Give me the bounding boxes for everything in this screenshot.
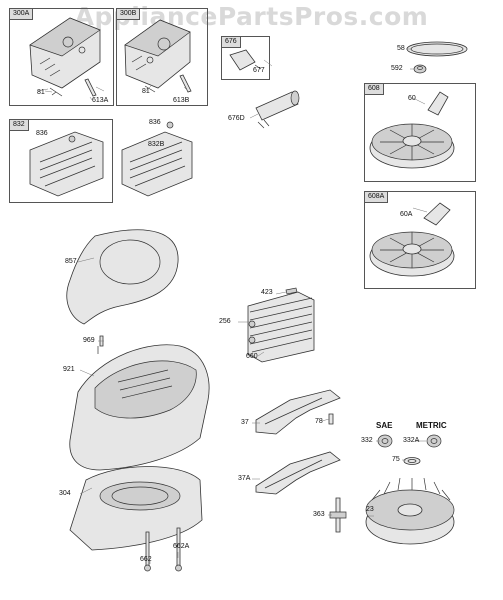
label-part-836-b: 836	[149, 119, 161, 126]
label-part-613a: 613A	[92, 97, 109, 104]
label-part-921: 921	[63, 366, 75, 373]
label-part-592: 592	[391, 65, 403, 72]
group-tag-608a: 608A	[365, 192, 389, 203]
stud-363-illustration	[329, 497, 347, 533]
label-part-423: 423	[261, 289, 273, 296]
group-tag-300b: 300B	[117, 9, 141, 20]
starter-608a-illustration	[369, 202, 455, 277]
baffle-857-illustration	[66, 229, 179, 325]
guard-37-illustration	[255, 389, 341, 435]
part-58-gasket-illustration	[406, 41, 468, 57]
guard-37a-illustration	[255, 451, 341, 495]
label-part-613b: 613B	[173, 97, 190, 104]
part-592-nut-illustration	[413, 64, 427, 74]
label-part-304: 304	[59, 490, 71, 497]
heat-shield-832b-illustration	[121, 121, 193, 197]
starter-608-illustration	[369, 91, 455, 169]
label-part-332a: 332A	[403, 437, 420, 444]
leader-lines	[37, 48, 428, 564]
label-part-81-b: 81	[142, 88, 150, 95]
group-box-608: 608	[364, 83, 476, 182]
group-tag-832: 832	[10, 120, 29, 131]
housing-304-illustration	[69, 466, 203, 551]
part-676d-illustration	[255, 90, 300, 129]
group-box-300b: 300B	[116, 8, 208, 106]
label-part-256: 256	[219, 318, 231, 325]
group-tag-608: 608	[365, 84, 384, 95]
group-tag-676: 676	[222, 37, 241, 48]
label-part-832b: 832B	[148, 141, 165, 148]
group-box-608a: 608A	[364, 191, 476, 289]
label-part-60: 60	[408, 95, 416, 102]
flywheel-23-illustration	[365, 477, 455, 545]
header-sae: SAE	[376, 421, 393, 430]
blower-housing-921-illustration	[69, 344, 210, 471]
label-part-857: 857	[65, 258, 77, 265]
label-part-37a: 37A	[238, 475, 251, 482]
group-tag-300a: 300A	[10, 9, 34, 20]
muffler-300a-illustration	[29, 17, 101, 101]
screen-660-illustration	[247, 287, 315, 363]
label-part-662a: 662A	[173, 543, 190, 550]
label-part-78: 78	[315, 418, 323, 425]
header-metric: METRIC	[416, 421, 447, 430]
label-part-836: 836	[36, 130, 48, 137]
label-part-676d: 676D	[228, 115, 245, 122]
label-part-81: 81	[37, 89, 45, 96]
part-676-illustration	[229, 49, 262, 71]
heat-shield-832-illustration	[29, 131, 104, 197]
label-part-660: 660	[246, 353, 258, 360]
muffler-300b-illustration	[124, 19, 192, 93]
label-part-677: 677	[253, 67, 265, 74]
label-part-363: 363	[313, 511, 325, 518]
label-part-60a: 60A	[400, 211, 413, 218]
label-part-969: 969	[83, 337, 95, 344]
stud-662-illustration	[144, 531, 151, 572]
group-box-300a: 300A	[9, 8, 114, 106]
label-part-332: 332	[361, 437, 373, 444]
screw-78-illustration	[328, 413, 334, 425]
label-part-23: 23	[366, 506, 374, 513]
group-box-832: 832	[9, 119, 113, 203]
nut-332a-illustration	[426, 434, 442, 448]
group-box-676: 676	[221, 36, 270, 80]
label-part-37: 37	[241, 419, 249, 426]
label-part-75: 75	[392, 456, 400, 463]
washer-75-illustration	[403, 457, 421, 465]
label-part-662: 662	[140, 556, 152, 563]
nut-332-illustration	[377, 434, 393, 448]
label-part-58: 58	[397, 45, 405, 52]
